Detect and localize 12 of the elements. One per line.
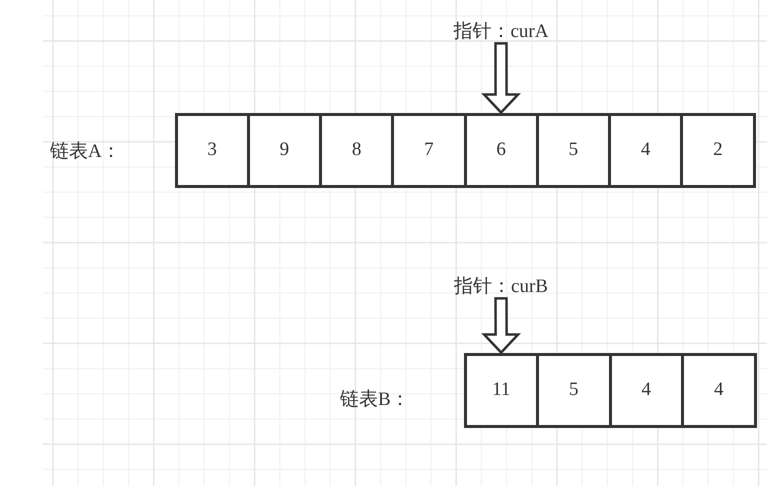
list-cell: 3: [174, 112, 250, 188]
block-arrow: [481, 297, 522, 354]
block-arrow: [481, 42, 521, 114]
list-cell: 11: [464, 352, 539, 428]
list-label: 链表B：: [340, 388, 410, 412]
pointer-label: 指针：curA: [454, 20, 548, 44]
list-cell: 4: [681, 352, 756, 428]
list-label: 链表A：: [50, 140, 121, 164]
list-cell: 2: [680, 112, 756, 188]
list-cell: 7: [391, 112, 466, 188]
list-cell: 5: [536, 352, 612, 428]
pointer-label: 指针：curB: [454, 276, 548, 298]
